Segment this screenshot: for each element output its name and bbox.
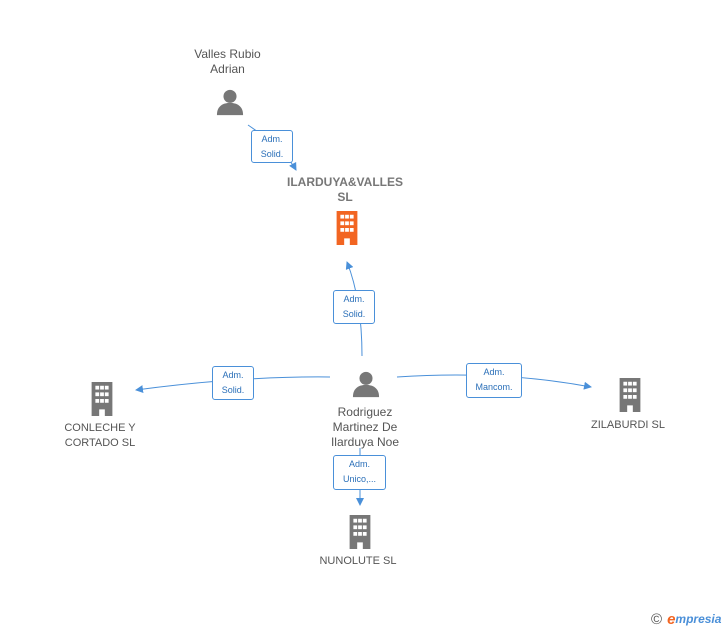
building-icon[interactable] — [91, 382, 113, 416]
footer-brand[interactable]: © e mpresia — [651, 609, 721, 629]
edge-label-center-to-left[interactable]: Adm. Solid. — [212, 366, 254, 400]
company-bottom-label[interactable]: NUNOLUTE SL — [319, 555, 397, 567]
company-right-label[interactable]: ZILABURDI SL — [591, 419, 665, 431]
building-icon[interactable] — [349, 515, 371, 549]
main-company-label[interactable]: ILARDUYA&VALLES SL — [286, 175, 403, 204]
brand-logo-e: e — [667, 610, 676, 628]
person-center-label[interactable]: Rodriguez Martinez De Ilarduya Noe — [330, 405, 400, 449]
copyright-icon: © — [651, 610, 663, 628]
building-icon[interactable] — [619, 378, 641, 412]
person-icon[interactable] — [216, 89, 244, 116]
person-icon[interactable] — [352, 371, 380, 398]
edge-label-center-to-right[interactable]: Adm. Mancom. — [466, 363, 522, 398]
building-icon[interactable] — [336, 211, 358, 245]
person-top-label[interactable]: Valles Rubio Adrian — [194, 47, 261, 76]
company-left-label[interactable]: CONLECHE Y CORTADO SL — [64, 422, 136, 449]
brand-logo-text: mpresia — [675, 612, 722, 626]
edge-label-top-to-main[interactable]: Adm. Solid. — [251, 130, 293, 163]
edge-label-center-to-main[interactable]: Adm. Solid. — [333, 290, 375, 324]
edge-label-center-to-bottom[interactable]: Adm. Unico,... — [333, 455, 386, 490]
